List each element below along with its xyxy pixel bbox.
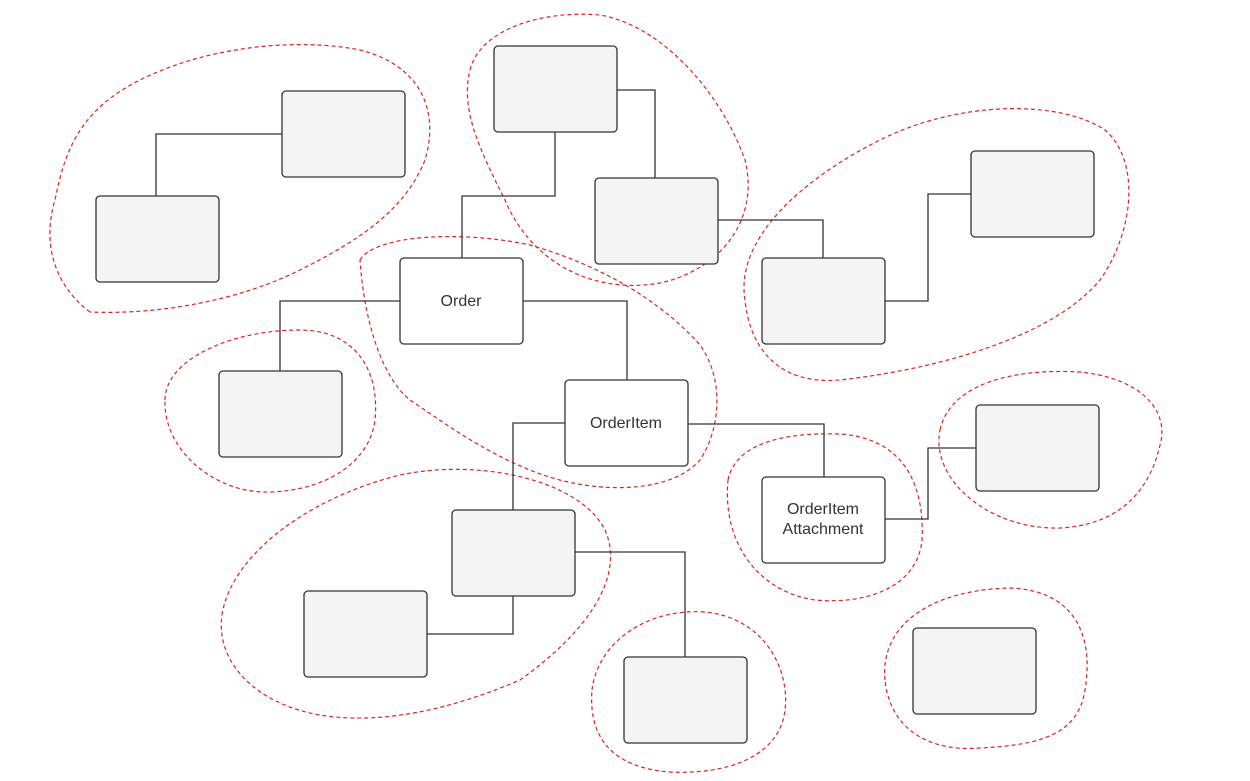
connector-attachment-to-right [885,447,976,520]
cluster-outline-bottom-right [884,587,1088,750]
connector-order-to-left [279,300,400,371]
entity-box[interactable] [623,656,748,744]
order-label: Order [441,293,483,310]
order-item-box[interactable] [564,379,689,467]
cluster-outline-left-small [164,329,377,493]
connector-top-right-pair [885,193,971,302]
entity-box[interactable] [970,150,1095,238]
entity-boxes [95,45,1100,744]
entity-box[interactable] [303,590,428,678]
connector-bottom-left-pair [427,596,514,635]
connector-top-middle-pair [616,89,656,178]
order-item-attachment-box[interactable] [761,476,886,564]
connector-bottom-to-bottom-middle [575,551,686,657]
connector-top-middle-to-right [717,219,824,258]
entity-box[interactable] [451,509,576,597]
connectors [155,89,976,657]
entity-box[interactable] [912,627,1037,715]
entity-box[interactable] [761,257,886,345]
cluster-outline-top-middle [466,13,749,286]
connector-top-left-pair [155,133,282,196]
entity-box[interactable] [218,370,343,458]
entity-box[interactable] [281,90,406,178]
cluster-outline-bottom-left [220,468,612,719]
cluster-outline-top-left [49,43,431,313]
entity-box[interactable] [95,195,220,283]
order-item-attachment-label-line-2: Attachment [783,521,864,538]
connector-order-to-orderitem [523,300,628,380]
cluster-outline-right-middle [938,370,1163,529]
connector-orderitem-to-bottom [512,422,565,510]
node-order[interactable]: Order [399,257,524,345]
connector-order-to-top [461,132,556,258]
cluster-outlines [49,13,1163,773]
order-item-attachment-label-line-1: OrderItem [787,501,859,518]
connector-orderitem-to-attachment [688,423,825,477]
cluster-outline-bottom-middle [591,611,787,773]
cluster-outline-attachment [726,433,923,602]
entity-box[interactable] [493,45,618,133]
order-item-label: OrderItem [590,415,662,432]
entity-box[interactable] [594,177,719,265]
node-order-item[interactable]: OrderItem [564,379,689,467]
node-order-item-attachment[interactable]: OrderItem Attachment [761,476,886,564]
entity-box[interactable] [975,404,1100,492]
cluster-outline-center-order [359,235,718,489]
order-box[interactable] [399,257,524,345]
